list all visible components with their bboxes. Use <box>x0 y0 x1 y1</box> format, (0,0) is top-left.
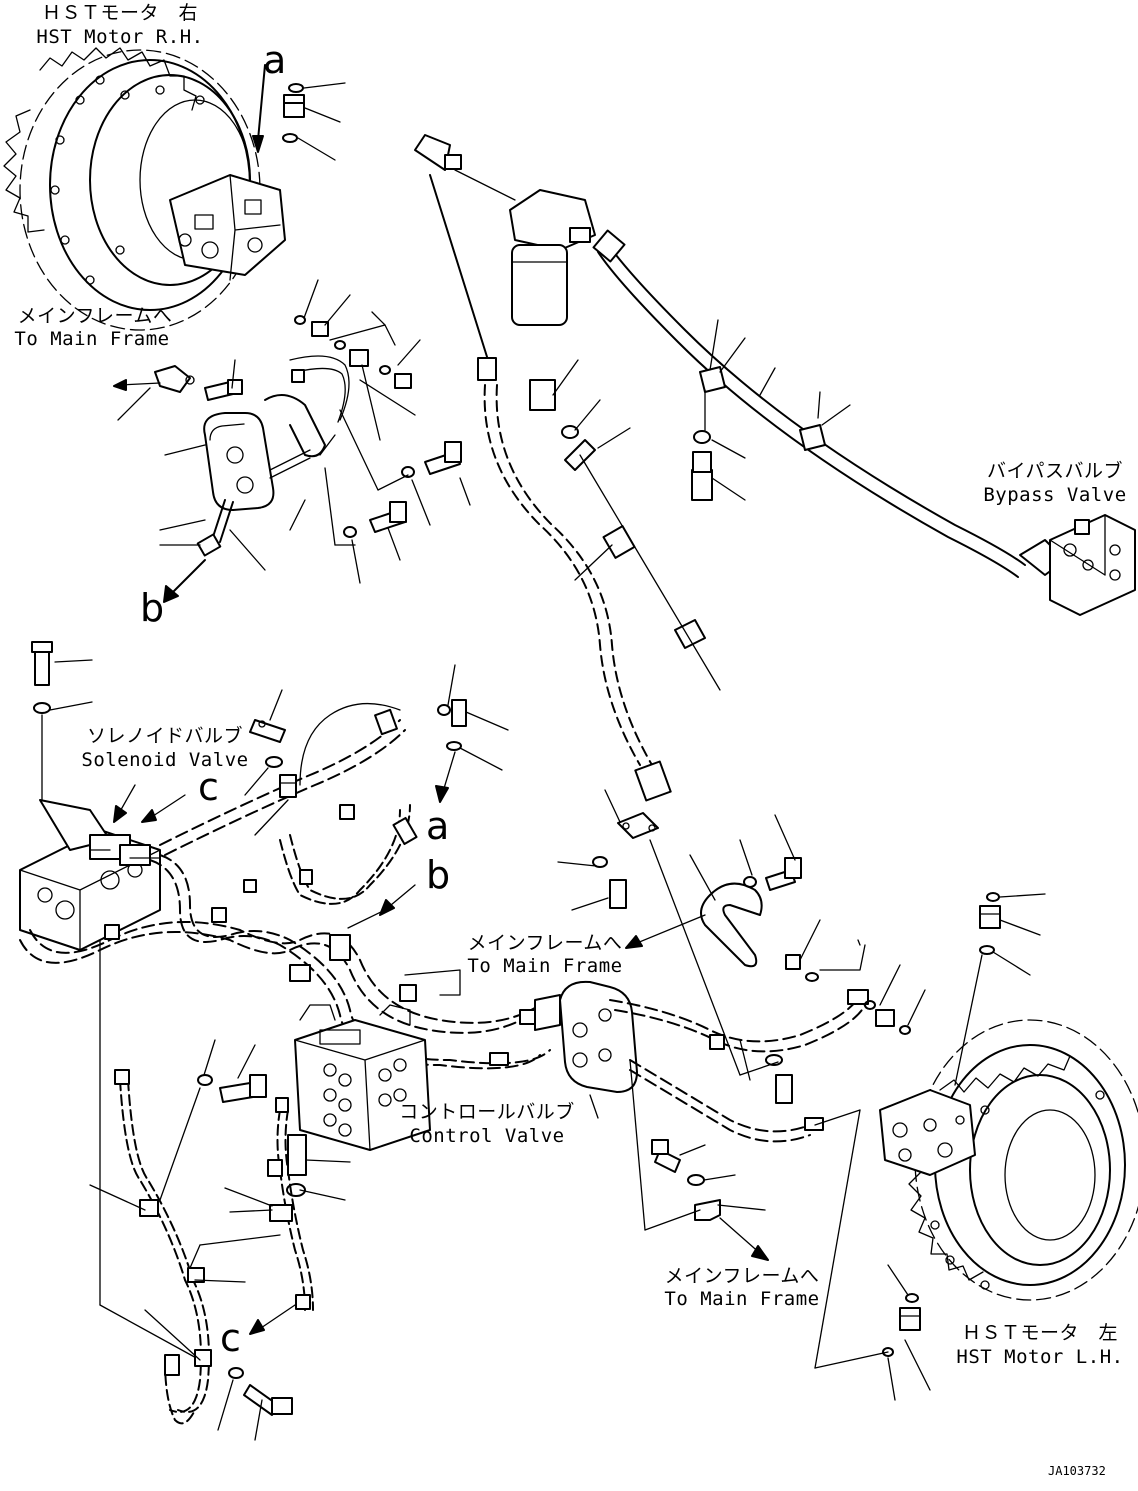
rh-fitting-parts <box>294 279 421 441</box>
solenoid-valve-label-en: Solenoid Valve <box>81 749 249 771</box>
bypass-valve-label-en: Bypass Valve <box>983 484 1127 506</box>
top-right-fittings-rh <box>282 82 346 161</box>
control-valve-label-jp: コントロールバルブ <box>399 1101 575 1123</box>
hst-motor-rh-label-en: HST Motor R.H. <box>36 26 204 48</box>
bottom-center-parts <box>629 1059 769 1261</box>
solenoid-valve-drawing <box>19 641 186 951</box>
hose-filter-to-center <box>483 359 721 802</box>
hst-motor-rh-label-jp: ＨＳＴモータ 右 <box>41 2 199 24</box>
lh-fittings <box>785 892 1046 1086</box>
control-valve-label-en: Control Valve <box>409 1125 565 1147</box>
solenoid-top-parts <box>244 664 509 929</box>
connection-letter-a-top: a <box>263 38 287 82</box>
solenoid-hoses <box>19 702 551 1070</box>
hst-motor-rh-drawing <box>3 47 286 331</box>
center-bracket-parts <box>557 789 802 1076</box>
to-main-frame-2-en: To Main Frame <box>467 955 623 977</box>
bypass-hose <box>592 229 1066 578</box>
to-main-frame-1-jp: メインフレームへ <box>17 305 173 327</box>
to-main-frame-1-en: To Main Frame <box>14 328 170 350</box>
hst-motor-lh-drawing <box>879 1019 1138 1301</box>
connection-letter-a-mid: a <box>426 804 450 848</box>
hst-motor-lh-label-en: HST Motor L.H. <box>956 1346 1124 1368</box>
to-main-frame-2-jp: メインフレームへ <box>467 932 623 954</box>
connection-letter-c-bottom: c <box>220 1316 241 1360</box>
connection-letter-b-left: b <box>140 586 165 630</box>
center-clamp-block <box>534 980 638 1119</box>
filter-assembly <box>414 134 596 381</box>
to-main-frame-3-en: To Main Frame <box>664 1288 820 1310</box>
rh-bolts <box>324 409 471 584</box>
solenoid-valve-label-jp: ソレノイドバルブ <box>86 725 244 747</box>
connection-letter-b-mid: b <box>426 853 451 897</box>
bottom-left-hoses <box>89 939 351 1441</box>
hose-center-to-lh <box>609 989 869 1143</box>
lh-bottom-fittings <box>814 1109 931 1401</box>
control-valve-drawing <box>294 1004 431 1151</box>
rh-clamp-assembly <box>113 355 350 603</box>
connection-letter-c-solenoid: c <box>198 765 219 809</box>
bypass-valve-label-jp: バイパスバルブ <box>986 460 1124 482</box>
to-main-frame-3-jp: メインフレームへ <box>664 1265 820 1287</box>
drawing-code: JA103732 <box>1048 1464 1106 1478</box>
hst-motor-lh-label-jp: ＨＳＴモータ 左 <box>961 1322 1119 1344</box>
bypass-valve-body <box>1049 514 1136 616</box>
